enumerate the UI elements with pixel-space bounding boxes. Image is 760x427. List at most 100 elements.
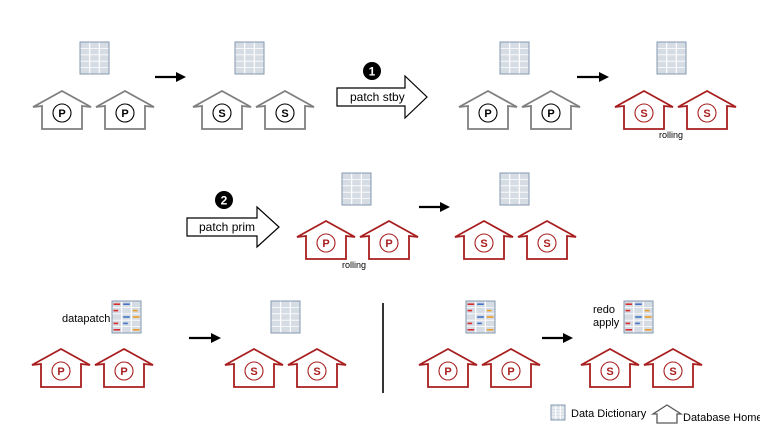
arrow-right-icon [599,72,609,82]
data-dictionary-table-3 [499,41,530,75]
data-dictionary-table-9 [465,300,496,334]
db-circle [379,233,399,253]
data-dictionary-table-6 [499,172,530,206]
database-home-7a: P [31,347,91,388]
step-2-block-arrow: patch prim 2 [186,191,280,249]
step-1-label: patch stby [350,90,405,104]
standby-letter: S [606,366,613,378]
step-1-number: 1 [369,65,376,79]
database-home-2b: S [255,89,315,130]
data-dictionary-table-4 [656,41,687,75]
table-icon [550,404,566,421]
db-circle [275,103,295,123]
primary-letter: P [120,366,127,378]
db-circle [114,361,134,381]
db-circle [537,233,557,253]
step-1-block-arrow: patch stby 1 [336,62,428,120]
database-home-6b: S [517,219,577,260]
database-home-3b: P [521,89,581,130]
legend-table [550,404,566,421]
step-1-badge-icon [363,62,381,80]
standby-letter: S [480,238,487,250]
db-circle [307,361,327,381]
step-2-label: patch prim [199,220,255,234]
transition-arrow-5 [542,333,573,343]
standby-letter: S [543,238,550,250]
rolling-label-1: rolling [659,130,683,140]
transition-arrow-2 [577,72,609,82]
data-dictionary-table-7 [111,300,142,334]
legend: Data Dictionary Database Home [550,404,760,424]
database-home-5a: P [296,219,356,260]
legend-database-home-icon [650,404,684,424]
block-arrow-icon [336,74,428,120]
legend-data-dictionary-label: Data Dictionary [571,408,647,420]
block-arrow-icon [186,205,280,249]
standby-letter: S [703,108,710,120]
db-circle [501,361,521,381]
primary-letter: P [322,238,329,250]
db-circle [474,233,494,253]
arrow-right-icon [440,202,450,212]
db-circle [52,103,72,123]
db-circle [316,233,336,253]
data-dictionary-table-10 [623,300,654,334]
db-circle [244,361,264,381]
db-circle [438,361,458,381]
db-circle [212,103,232,123]
arrow-right-icon [211,333,221,343]
database-home-5b: P [359,219,419,260]
primary-letter: P [547,108,554,120]
transition-arrow-1 [155,72,186,82]
database-home-7b: P [94,347,154,388]
database-home-9b: P [481,347,541,388]
primary-letter: P [58,108,65,120]
db-circle [634,103,654,123]
database-home-10b: S [643,347,703,388]
database-home-8a: S [224,347,284,388]
standby-letter: S [218,108,225,120]
data-dictionary-table-2 [234,41,265,75]
table-icon [656,41,687,75]
step-2-number: 2 [221,194,228,208]
primary-letter: P [507,366,514,378]
redo-label: redo [593,304,615,316]
table-icon [234,41,265,75]
db-circle [478,103,498,123]
database-home-9a: P [418,347,478,388]
database-home-4b: S [677,89,737,130]
db-circle [51,361,71,381]
primary-letter: P [121,108,128,120]
standby-letter: S [281,108,288,120]
database-home-4a: S [614,89,674,130]
step-2-badge-icon [215,191,233,209]
db-circle [541,103,561,123]
database-home-2a: S [192,89,252,130]
standby-letter: S [640,108,647,120]
standby-letter: S [250,366,257,378]
database-home-1a: P [32,89,92,130]
arrow-right-icon [176,72,186,82]
standby-letter: S [313,366,320,378]
rolling-label-2: rolling [342,260,366,270]
data-dictionary-table-1 [79,41,110,75]
table-icon [79,41,110,75]
primary-letter: P [484,108,491,120]
legend-data-dictionary-icon [550,404,566,421]
table-icon [341,172,372,206]
table-icon [270,300,301,334]
transition-arrow-4 [189,333,221,343]
database-home-8b: S [287,347,347,388]
db-circle [697,103,717,123]
database-home-6a: S [454,219,514,260]
data-dictionary-table-5 [341,172,372,206]
legend-database-home-label: Database Home [683,412,760,424]
db-circle [600,361,620,381]
database-home-3a: P [458,89,518,130]
primary-letter: P [57,366,64,378]
primary-letter: P [444,366,451,378]
arrow-right-icon [563,333,573,343]
apply-label: apply [593,317,620,329]
db-circle [663,361,683,381]
